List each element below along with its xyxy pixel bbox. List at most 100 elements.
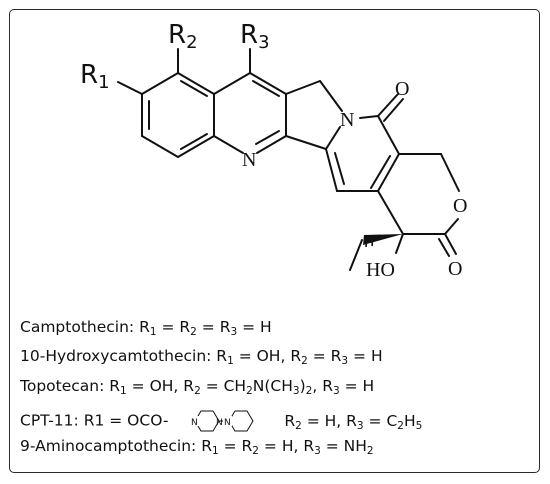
compound-line-camptothecin: Camptothecin: R1 = R2 = R3 = H (20, 318, 272, 338)
formula-text: = OH, (126, 377, 184, 395)
compound-line-cpt-11: CPT-11: R1 = OCO- N N N R2 = H, R3 = C2H… (20, 406, 422, 436)
bond-ring-c-1 (285, 80, 321, 95)
bond-ring-b-double-2 (255, 130, 280, 145)
compound-line-9-aminocamptothecin: 9-Aminocamptothecin: R1 = R2 = H, R3 = N… (20, 437, 374, 457)
formula-text: H (403, 411, 416, 430)
formula-text: R (109, 377, 121, 395)
r1-label: R1 (80, 60, 110, 93)
bipiperidine-structure: N N N (190, 410, 254, 432)
pip-n2: N (216, 418, 223, 428)
compound-formula-r1: R1 = OCO- (84, 412, 169, 430)
formula-text: R (241, 437, 253, 455)
formula-text: = CH (200, 377, 247, 395)
formula-text: = C (363, 411, 398, 430)
compound-formula-rest: R2 = H, R3 = C2H5 (284, 411, 423, 432)
bond-carbonyl (377, 93, 399, 117)
formula-text: N(CH (252, 377, 293, 395)
formula-subscript: 3 (332, 385, 340, 397)
formula-text: = H, (258, 437, 304, 455)
bond-ring-d-1 (359, 115, 379, 119)
formula-text: ) (299, 377, 306, 395)
bond-ring-d-5 (325, 148, 338, 192)
formula-text: = H (237, 318, 272, 336)
formula-subscript: 2 (190, 326, 197, 338)
formula-text: R (219, 318, 231, 336)
bond-lactone-carbonyl (444, 233, 457, 255)
formula-text: R (201, 437, 212, 455)
bond-ring-a-double-2 (180, 133, 208, 150)
formula-text: R (139, 318, 150, 336)
formula-text: R (322, 377, 333, 395)
formula-text: R1 = OCO- (83, 411, 169, 430)
formula-subscript: 1 (149, 326, 157, 338)
bond-ring-b-double-1 (252, 80, 280, 97)
bond-ring-a-1 (177, 72, 215, 95)
compound-name: 9-Aminocamptothecin: (20, 437, 197, 455)
formula-text: R (179, 318, 191, 336)
bond-ring-c-2 (319, 80, 343, 112)
bond-ring-d-2 (377, 115, 400, 155)
bond-ring-b-4 (256, 135, 287, 154)
formula-text: R (216, 347, 228, 365)
bond-ring-e-5 (377, 190, 404, 235)
formula-subscript: 3 (341, 355, 349, 367)
formula-text: = H (339, 377, 375, 395)
bond-hydroxyl (395, 233, 404, 254)
compound-name: Topotecan: (20, 377, 105, 395)
bond-ring-d-double-2 (370, 155, 391, 189)
formula-text: R (290, 347, 302, 365)
carbonyl-oxygen-label: O (395, 78, 409, 100)
formula-text: R (330, 347, 342, 365)
compound-name: CPT-11: (20, 411, 79, 430)
compound-formula: R1 = OH, R2 = R3 = H (216, 347, 383, 367)
formula-text: R (303, 437, 315, 455)
bond-ring-b-1 (213, 72, 251, 95)
r3-label: R3 (240, 20, 270, 53)
formula-subscript: 2 (295, 419, 302, 432)
formula-text: = H (348, 347, 383, 365)
bond-ring-e-2 (440, 153, 460, 192)
formula-text: R (346, 411, 357, 430)
formula-subscript: 2 (252, 445, 259, 457)
ring-oxygen-label: O (453, 195, 467, 217)
formula-subscript: 3 (356, 419, 364, 432)
formula-subscript: 3 (314, 445, 321, 457)
bond-ring-c-3 (325, 126, 341, 150)
lactam-nitrogen-label: N (340, 109, 354, 131)
formula-subscript: 2 (397, 419, 404, 432)
hydroxyl-label: HO (366, 259, 395, 281)
bond-ring-b-5 (213, 135, 244, 154)
formula-text: R (284, 411, 296, 430)
compound-formula: R1 = R2 = H, R3 = NH2 (201, 437, 374, 457)
bond-ring-e-3 (444, 218, 459, 235)
bond-ring-a-6 (141, 72, 179, 95)
hash-1 (371, 235, 374, 247)
ring-nitrogen-label: N (242, 149, 256, 171)
formula-subscript: 2 (366, 445, 374, 457)
pip-n1: N (191, 418, 198, 428)
lactone-oxygen-label: O (448, 258, 462, 280)
formula-subscript: 2 (246, 385, 253, 397)
formula-text: = OH, (233, 347, 291, 365)
formula-subscript: 2 (301, 355, 308, 367)
formula-subscript: 3 (292, 385, 300, 397)
formula-subscript: 2 (305, 385, 313, 397)
formula-text: = H, (301, 411, 347, 430)
formula-subscript: 1 (211, 445, 219, 457)
compound-formula: R1 = R2 = R3 = H (139, 318, 272, 338)
bond-ring-d-double-1 (334, 152, 345, 185)
bond-ethyl (349, 239, 363, 271)
compound-formula: R1 = OH, R2 = CH2N(CH3)2, R3 = H (109, 377, 375, 397)
formula-text: = (218, 437, 242, 455)
bond-lactone-carbonyl-double (438, 238, 450, 257)
r2-label: R2 (168, 20, 198, 53)
formula-subscript: 5 (415, 419, 423, 432)
compound-name: Camptothecin: (20, 318, 135, 336)
compound-line-topotecan: Topotecan: R1 = OH, R2 = CH2N(CH3)2, R3 … (20, 377, 375, 397)
stereo-wedge (363, 234, 403, 245)
bond-ring-d-3 (377, 153, 400, 192)
formula-text: R (183, 377, 195, 395)
formula-text: = (156, 318, 180, 336)
pip-n3: N (224, 418, 231, 428)
formula-subscript: 1 (120, 385, 127, 397)
